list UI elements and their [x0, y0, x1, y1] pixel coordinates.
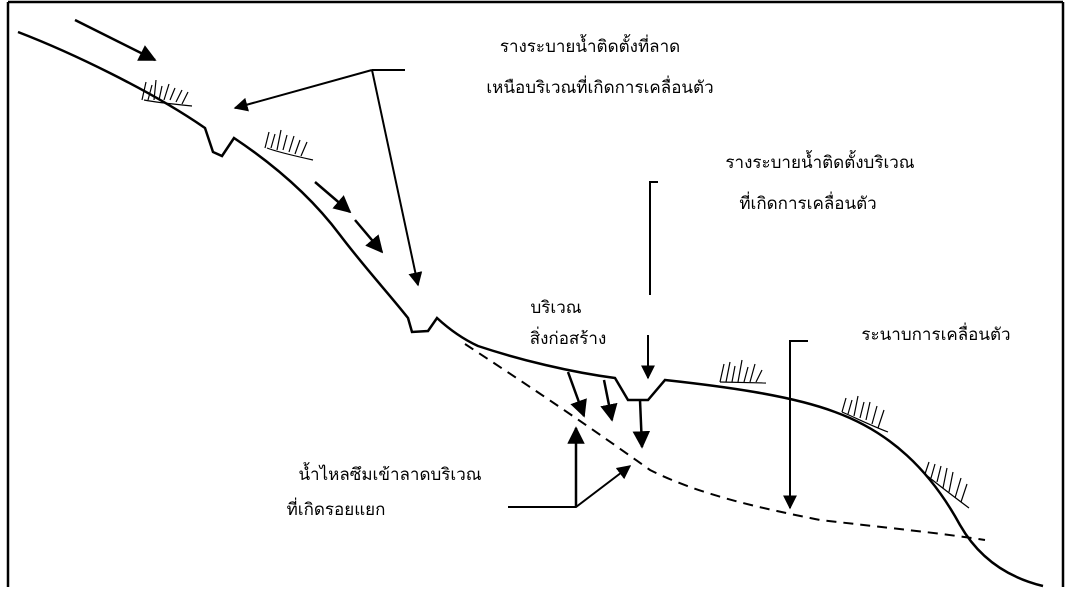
- label-seepage-line2: ที่เกิดรอยแยก: [287, 497, 386, 520]
- surface-flow-arrows: [74, 18, 384, 254]
- slip-plane-leader: [783, 340, 808, 510]
- label-upper-drain-line1: รางระบายน้ำติดตั้งที่ลาด: [500, 34, 680, 57]
- label-upper-drain-line2: เหนือบริเวณที่เกิดการเคลื่อนตัว: [486, 75, 713, 98]
- label-seepage-line1: น้ำไหลซึมเข้าลาดบริเวณ: [298, 462, 481, 485]
- movement-drain-leader: [641, 181, 658, 380]
- label-movement-drain-line1: รางระบายน้ำติดตั้งบริเวณ: [725, 150, 914, 173]
- slip-plane-dashed-line: [464, 343, 986, 541]
- upper-drain-leaders: [233, 69, 423, 287]
- ground-surface-line: [17, 30, 1044, 588]
- seepage-leader: [508, 465, 632, 508]
- grass-tufts: [141, 79, 970, 509]
- label-structure-area-line2: สิ่งก่อสร้าง: [530, 326, 607, 349]
- label-slip-plane: ระนาบการเคลื่อนตัว: [861, 322, 1010, 345]
- frame-border: [6, 0, 1065, 587]
- flow-arrow-1: [74, 18, 157, 62]
- label-movement-drain-line2: ที่เกิดการเคลื่อนตัว: [739, 191, 876, 214]
- flow-arrow-3: [354, 219, 384, 254]
- seepage-arrows: [566, 371, 651, 506]
- label-structure-area-line1: บริเวณ: [530, 298, 581, 318]
- flow-arrow-2: [314, 181, 352, 214]
